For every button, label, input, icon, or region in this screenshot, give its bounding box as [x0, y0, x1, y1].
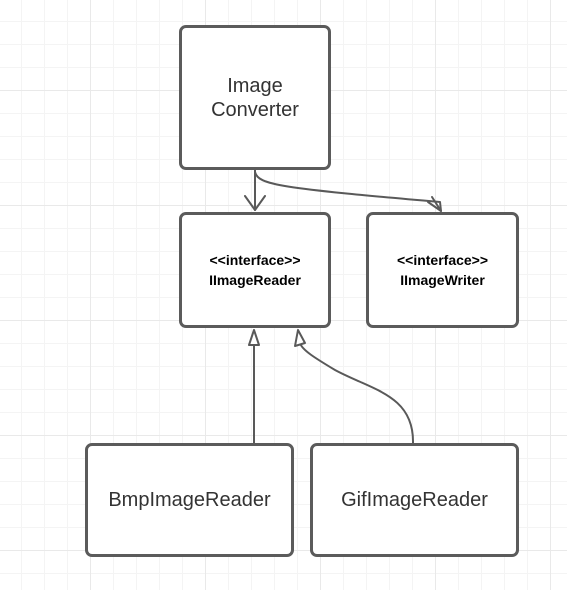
hollow-triangle-icon	[294, 329, 306, 347]
iimagewriter-stereotype: <<interface>>	[396, 252, 489, 268]
open-arrowhead-icon	[244, 195, 266, 211]
bmpimagereader-box[interactable]: BmpImageReader	[85, 443, 294, 557]
iimagereader-box[interactable]: <<interface>> IImageReader	[179, 212, 331, 328]
image-converter-label: Image Converter	[211, 74, 299, 121]
open-arrowhead-icon	[427, 196, 442, 212]
iimagewriter-box[interactable]: <<interface>> IImageWriter	[366, 212, 519, 328]
iimagewriter-label: IImageWriter	[400, 272, 485, 288]
bmpimagereader-label: BmpImageReader	[108, 489, 271, 511]
edge-converter-to-writer	[254, 171, 442, 212]
gifimagereader-box[interactable]: GifImageReader	[310, 443, 519, 557]
image-converter-box[interactable]: Image Converter	[179, 25, 331, 170]
hollow-triangle-icon	[248, 329, 260, 346]
edge-gif-to-reader	[299, 342, 415, 444]
gifimagereader-label: GifImageReader	[341, 489, 488, 511]
iimagereader-label: IImageReader	[209, 272, 301, 288]
iimagereader-stereotype: <<interface>>	[209, 252, 301, 268]
